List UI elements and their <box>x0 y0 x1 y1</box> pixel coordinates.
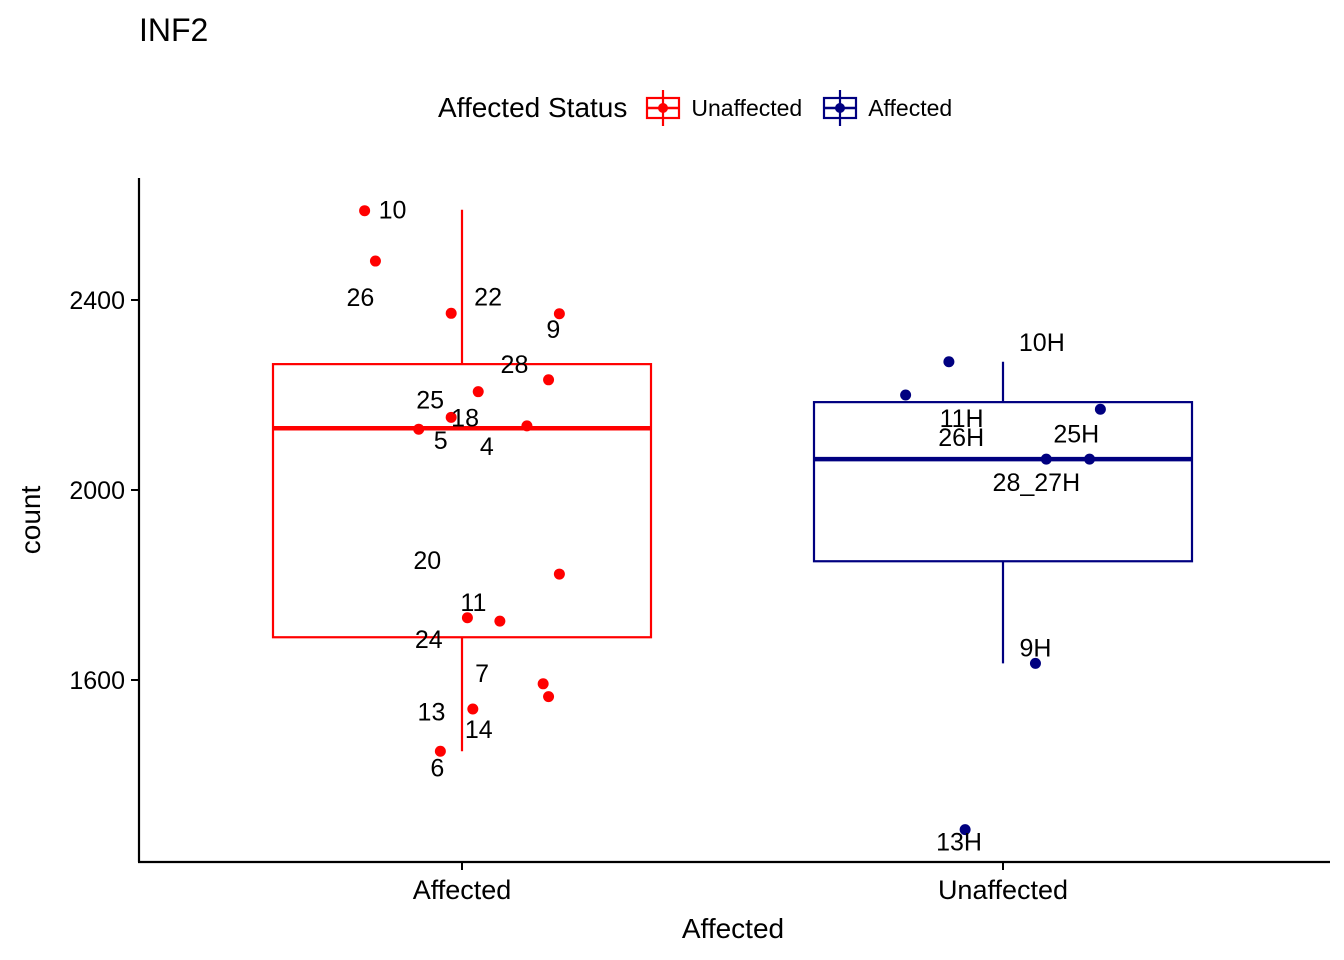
data-point <box>445 307 457 319</box>
point-label: 14 <box>465 716 493 744</box>
data-point <box>543 691 555 703</box>
box-unaffected <box>812 361 1194 664</box>
legend-label-unaffected: Unaffected <box>691 94 803 121</box>
data-point <box>434 745 446 757</box>
data-point <box>413 423 425 435</box>
data-point <box>553 308 565 320</box>
legend-key-affected-icon <box>823 90 858 126</box>
legend-key-point <box>658 103 669 113</box>
point-label: 26 <box>346 284 374 312</box>
legend-label-affected: Affected <box>868 94 953 121</box>
x-tick-label: Unaffected <box>938 875 1068 905</box>
point-label: 9H <box>1019 634 1051 662</box>
point-label: 28_27H <box>993 469 1081 497</box>
legend-key-point <box>835 103 846 113</box>
point-label: 6 <box>430 754 444 782</box>
data-point <box>943 356 955 368</box>
box-affected <box>271 209 653 752</box>
point-label: 9 <box>546 316 560 344</box>
legend-item-unaffected: Unaffected <box>645 88 802 128</box>
data-point <box>494 615 506 627</box>
point-label: 11H <box>940 405 984 433</box>
point-label: 11 <box>460 589 486 617</box>
point-label: 20 <box>413 547 441 575</box>
point-label: 26H <box>938 424 984 452</box>
data-point <box>1040 453 1052 465</box>
chart-title: INF2 <box>139 12 209 48</box>
data-point <box>543 374 555 386</box>
y-axis-label: count <box>15 486 46 555</box>
data-point <box>1029 657 1041 669</box>
point-label: 7 <box>475 660 489 688</box>
point-label: 10H <box>1019 329 1065 357</box>
legend-key-unaffected-icon <box>646 90 681 126</box>
point-label: 18 <box>451 404 479 432</box>
legend-item-affected: Affected <box>822 88 952 128</box>
data-point <box>369 255 381 267</box>
x-tick-label: Affected <box>413 875 512 905</box>
legend: Affected Status Unaffected Affected <box>438 88 972 128</box>
data-point <box>467 703 479 715</box>
x-axis-label: Affected <box>682 913 784 944</box>
point-label: 4 <box>480 433 494 461</box>
point-label: 13H <box>936 829 982 857</box>
data-point <box>959 824 971 836</box>
point-label: 28 <box>501 351 529 379</box>
data-point <box>537 678 549 690</box>
y-tick-label: 2000 <box>69 477 125 505</box>
y-tick-label: 2400 <box>69 287 125 315</box>
data-point <box>521 420 533 432</box>
data-point <box>1084 453 1096 465</box>
point-label: 10 <box>379 197 407 225</box>
data-point <box>900 389 912 401</box>
data-point <box>472 386 484 398</box>
data-point <box>461 612 473 624</box>
legend-title: Affected Status <box>438 92 628 123</box>
point-label: 25H <box>1053 420 1099 448</box>
data-point <box>445 411 457 423</box>
point-label: 24 <box>415 626 443 654</box>
data-point <box>553 568 565 580</box>
point-label: 5 <box>434 427 448 455</box>
point-label: 22 <box>474 283 502 311</box>
iqr-box <box>271 363 653 639</box>
iqr-box <box>812 401 1194 563</box>
data-point <box>359 205 371 217</box>
point-label: 13 <box>418 699 446 727</box>
y-tick-label: 1600 <box>69 667 125 695</box>
point-label: 25 <box>416 387 444 415</box>
data-point <box>1094 403 1106 415</box>
